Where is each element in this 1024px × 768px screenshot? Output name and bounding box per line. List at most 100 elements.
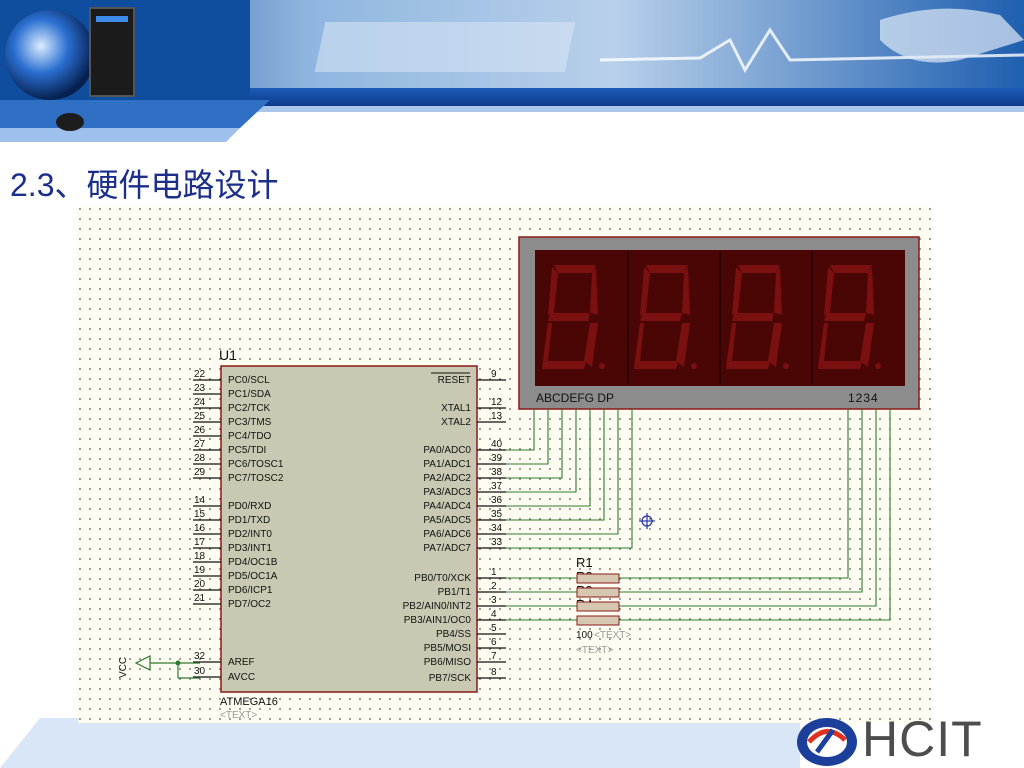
pin-name: PC7/TOSC2 [228,473,284,484]
pin-number: 21 [194,593,206,604]
resistor-r3 [576,601,620,612]
pin-number: 19 [194,565,206,576]
pin-number: 14 [194,495,206,506]
pin-number: 27 [194,439,206,450]
pin-name: PA1/ADC1 [423,459,471,470]
digit-4 [811,252,881,384]
pin-name: PB6/MISO [424,657,471,668]
wave-graphic [599,27,1024,74]
pin-name: PD3/INT1 [228,543,272,554]
pin-name: PD2/INT0 [228,529,272,540]
vcc-power-symbol: VCC [118,655,200,679]
pin-name: PD1/TXD [228,515,270,526]
resistor-value-label: 100 [576,630,593,641]
pin-name: PC6/TOSC1 [228,459,284,470]
pin-name: PD0/RXD [228,501,271,512]
pin-name: PA5/ADC5 [423,515,471,526]
resistor-text-placeholder-1: <TEXT> [594,630,631,641]
pin-number: 2 [491,581,497,592]
resistor-text-placeholder-2: <TEXT> [576,645,613,656]
pin-number: 6 [491,637,497,648]
pin-number: 13 [491,411,503,422]
pin-name: RESET [438,375,471,386]
pin-name: PB4/SS [436,629,471,640]
pin-number: 8 [491,667,497,678]
wiring [506,409,891,621]
resistor-r2 [576,587,620,598]
pin-name: PD6/ICP1 [228,585,273,596]
chip-text-placeholder: <TEXT> [220,710,257,721]
pin-name: PD5/OC1A [228,571,278,582]
pin-number: 18 [194,551,206,562]
digit-1 [542,265,605,369]
atmega16-chip: U1 ATMEGA16 <TEXT> 22PC0/SCL23PC1/SDA24P… [193,347,506,721]
mouse-icon [56,113,84,131]
resistor-r4 [576,615,620,626]
pin-number: 40 [491,439,503,450]
pin-number: 5 [491,623,497,634]
chip-part-label: ATMEGA16 [220,696,278,708]
pin-name: PD4/OC1B [228,557,278,568]
pin-name: XTAL2 [441,417,471,428]
pin-name: PB7/SCK [429,673,472,684]
pin-number: 32 [194,651,206,662]
pin-name: PA2/ADC2 [423,473,471,484]
resistor-r1-label: R1 [576,555,593,570]
pin-number: 28 [194,453,206,464]
resistor-network: R1 R2 R3 R4 100 <TEXT> <TEXT> [576,555,631,656]
pin-number: 25 [194,411,206,422]
resistor-r1 [576,573,620,584]
digit-3 [719,252,789,384]
pin-name: XTAL1 [441,403,471,414]
pin-number: 17 [194,537,206,548]
pin-number: 26 [194,425,206,436]
pin-name: PA0/ADC0 [423,445,471,456]
pin-number: 38 [491,467,503,478]
chip-ref-label: U1 [219,347,237,363]
pin-name: PA6/ADC6 [423,529,471,540]
keyboard-icon [314,22,576,72]
pin-name: PC5/TDI [228,445,266,456]
logo-text: HCIT [862,711,983,767]
probe-crosshair-icon [639,513,655,529]
pin-name: PA4/ADC4 [423,501,471,512]
pin-number: 35 [491,509,503,520]
pin-name: PB0/T0/XCK [414,573,471,584]
pin-number: 20 [194,579,206,590]
header-banner [0,0,1024,142]
pin-number: 7 [491,651,497,662]
computer-tower-icon [89,7,135,97]
pin-number: 16 [194,523,206,534]
pin-name: PA7/ADC7 [423,543,471,554]
pin-number: 1 [491,567,497,578]
hcit-logo [797,718,857,766]
pin-name: AREF [228,657,255,668]
pin-number: 22 [194,369,206,380]
pin-number: 12 [491,397,503,408]
vcc-label: VCC [118,657,129,678]
pin-name: AVCC [228,672,255,683]
pin-number: 37 [491,481,503,492]
pin-number: 15 [194,509,206,520]
footer-band [0,718,800,768]
pin-number: 9 [491,369,497,380]
pin-number: 34 [491,523,503,534]
digit-select-label: 1234 [848,391,879,405]
pin-name: PB3/AIN1/OC0 [404,615,472,626]
pin-number: 3 [491,595,497,606]
pin-name: PB2/AIN0/INT2 [403,601,472,612]
pin-number: 24 [194,397,206,408]
pin-number: 4 [491,609,497,620]
pin-name: PC2/TCK [228,403,271,414]
pin-name: PC4/TDO [228,431,272,442]
pin-number: 36 [491,495,503,506]
pin-name: PB5/MOSI [424,643,471,654]
pin-name: PB1/T1 [438,587,472,598]
pin-number: 30 [194,666,206,677]
pin-number: 39 [491,453,503,464]
pin-name: PC3/TMS [228,417,272,428]
pin-number: 29 [194,467,206,478]
pin-number: 33 [491,537,503,548]
globe-icon [5,10,95,100]
slide-title: 2.3、硬件电路设计 [10,167,279,203]
